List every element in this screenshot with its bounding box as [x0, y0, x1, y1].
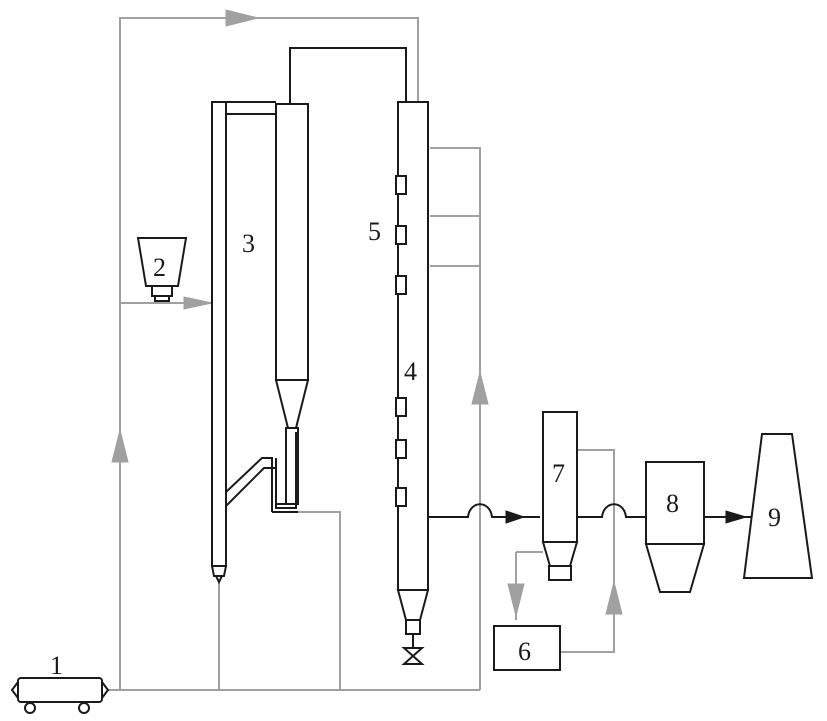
riser-reactor: [210, 47, 407, 585]
arrow-left-up-icon: [111, 429, 129, 463]
absorption-column: [395, 101, 430, 665]
label-riser: 3: [242, 229, 255, 258]
air-flow-arrows: [111, 9, 623, 617]
label-column-lower: 4: [404, 357, 417, 386]
column-port: [395, 487, 407, 507]
arrow-top-icon: [225, 9, 259, 27]
label-collector: 6: [518, 637, 531, 666]
column-port: [395, 439, 407, 459]
air-supply-lines: [108, 17, 615, 691]
blower: [10, 677, 110, 714]
label-blower: 1: [50, 651, 63, 680]
flue-gas-line-2: [577, 503, 646, 518]
arrow-to-cyclone-icon: [505, 510, 526, 524]
cyclone-separator: [541, 411, 579, 581]
column-port: [395, 397, 407, 417]
flue-gas-line-1: [428, 503, 540, 524]
arrow-down-to-collector-icon: [507, 583, 525, 617]
label-hopper: 2: [153, 253, 166, 282]
column-port: [395, 175, 407, 195]
feed-hopper: [136, 237, 188, 302]
column-port: [395, 275, 407, 295]
column-port: [395, 225, 407, 245]
arrow-to-stack-icon: [725, 510, 748, 524]
bag-filter: [644, 461, 706, 593]
label-stack: 9: [768, 503, 781, 532]
ash-collector: [493, 625, 561, 671]
arrow-to-riser-icon: [183, 296, 213, 310]
label-column-upper: 5: [368, 217, 381, 246]
label-cyclone: 7: [552, 459, 565, 488]
label-filter: 8: [666, 489, 679, 518]
flue-gas-line-3: [704, 510, 752, 524]
arrow-up-from-collector-icon: [605, 581, 623, 615]
chimney-stack: [742, 433, 814, 579]
arrow-right-up-icon: [471, 371, 489, 405]
